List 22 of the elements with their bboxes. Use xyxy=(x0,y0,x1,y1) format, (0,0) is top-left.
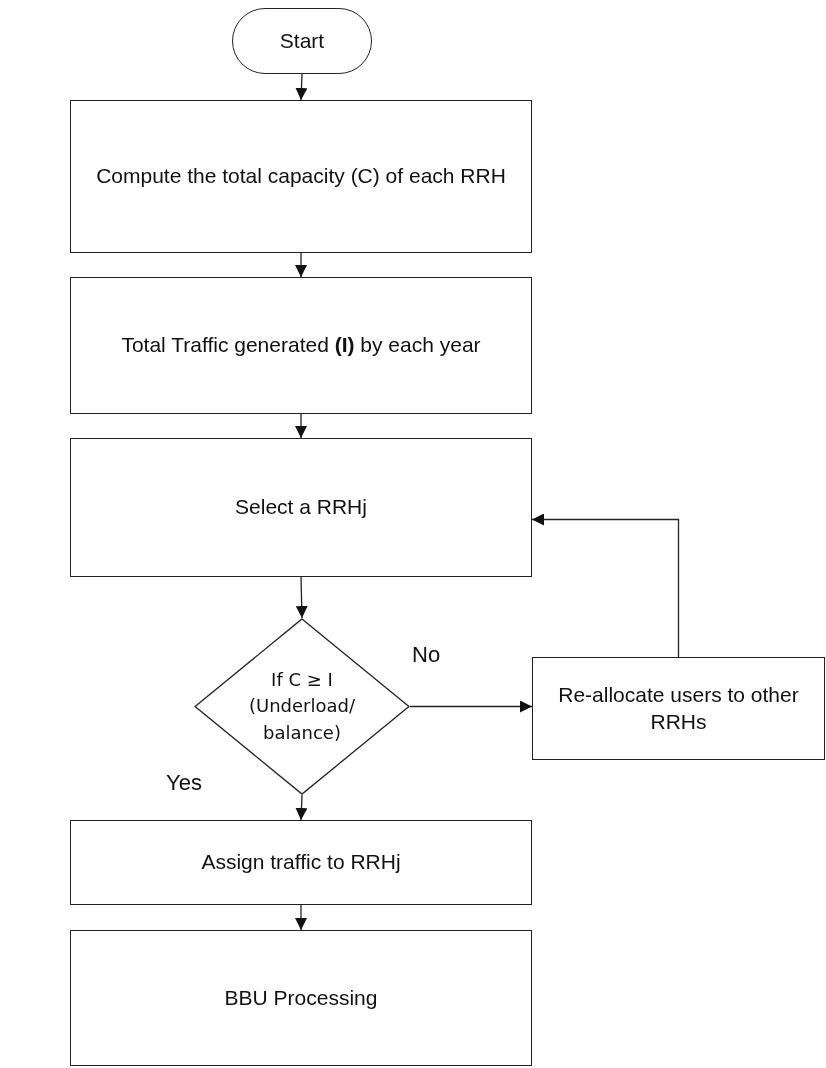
process-box xyxy=(70,820,532,905)
step-text: Start xyxy=(279,27,325,54)
process-box xyxy=(70,438,532,577)
arrow xyxy=(295,794,308,821)
step-text: If C ≥ I (Underload/ balance) xyxy=(247,668,356,745)
arrow xyxy=(295,576,308,619)
arrow xyxy=(295,413,307,439)
step-text: Total Traffic generated (I) by each year xyxy=(121,332,481,359)
process-box xyxy=(70,277,532,414)
arrow xyxy=(295,904,307,931)
arrow xyxy=(295,252,307,278)
arrow xyxy=(531,513,680,658)
process-box xyxy=(532,657,825,760)
step-text: Compute the total capacity (C) of each RRH xyxy=(96,163,506,190)
arrow xyxy=(409,700,533,713)
arrow xyxy=(295,73,308,101)
step-text: Re-allocate users to other RRHs xyxy=(557,682,800,735)
step-text: BBU Processing xyxy=(224,984,378,1011)
step-text: Select a RRHj xyxy=(235,494,367,521)
process-box xyxy=(70,100,532,253)
process-box xyxy=(70,930,532,1066)
step-text: Assign traffic to RRHj xyxy=(201,849,401,876)
